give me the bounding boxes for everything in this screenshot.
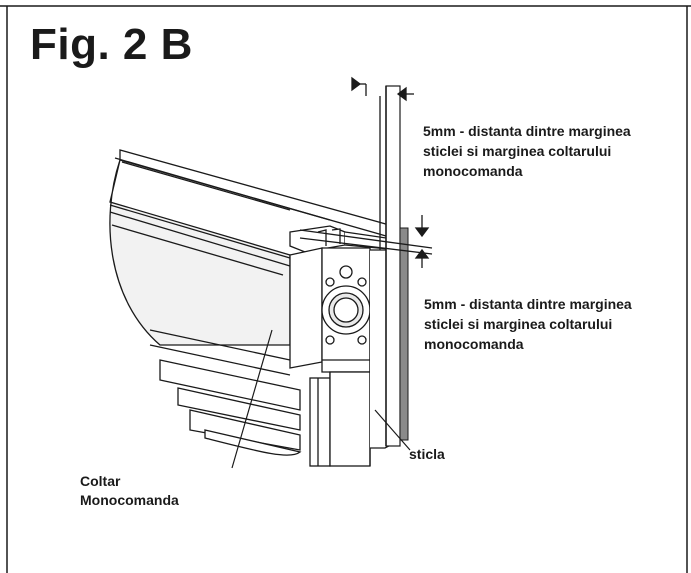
dimension-arrows-side (299, 215, 433, 268)
top-gap-note-line-2: sticlei si marginea coltarului (423, 143, 612, 159)
glass-label: sticla (409, 446, 445, 462)
top-gap-note: 5mm - distanta dintre marginea sticlei s… (423, 121, 631, 181)
corner-piece (289, 247, 371, 381)
side-gap-note-line-2: sticlei si marginea coltarului (424, 316, 613, 332)
corner-label-line-2: Monocomanda (80, 492, 179, 508)
top-gap-note-line-1: 5mm - distanta dintre marginea (423, 123, 631, 139)
dimension-arrows-top (351, 76, 414, 102)
corner-label-line-1: Coltar (80, 473, 121, 489)
side-gap-note-line-3: monocomanda (424, 336, 524, 352)
top-gap-note-line-3: monocomanda (423, 163, 523, 179)
side-gap-note: 5mm - distanta dintre marginea sticlei s… (424, 294, 632, 354)
corner-label: Coltar Monocomanda (80, 472, 179, 510)
shutter-slats (109, 149, 401, 456)
glass-pane (385, 85, 409, 447)
figure-frame (0, 5, 691, 573)
figure-title: Fig. 2 B (30, 20, 193, 69)
side-gap-note-line-1: 5mm - distanta dintre marginea (424, 296, 632, 312)
leader-lines (231, 329, 411, 469)
